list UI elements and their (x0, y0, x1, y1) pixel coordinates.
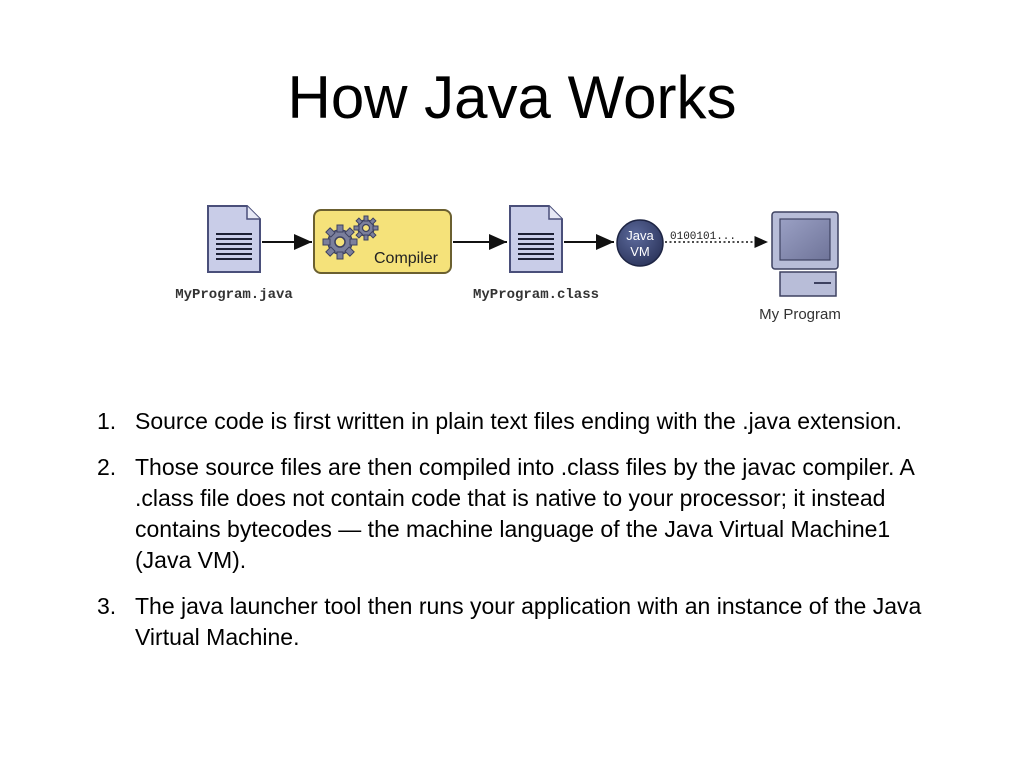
bytecode-label: 0100101... (670, 231, 736, 243)
list-item: 2. Those source files are then compiled … (92, 452, 922, 576)
step-text: The java launcher tool then runs your ap… (135, 593, 922, 650)
list-item: 3. The java launcher tool then runs your… (92, 591, 922, 653)
compiler-label: Compiler (374, 250, 439, 267)
class-document-icon (509, 205, 563, 273)
class-file-label: MyProgram.class (473, 287, 599, 303)
step-number: 3. (97, 593, 117, 619)
source-document-icon (207, 205, 261, 273)
computer-icon (771, 211, 839, 297)
step-number: 1. (97, 408, 117, 434)
gears-icon (322, 215, 379, 260)
java-vm-icon (616, 219, 664, 267)
compiler-box (313, 209, 452, 274)
vm-label-line1: Java (626, 228, 654, 243)
step-number: 2. (97, 454, 117, 480)
source-file-label: MyProgram.java (175, 287, 293, 303)
steps-list: 1. Source code is first written in plain… (92, 406, 922, 668)
step-text: Source code is first written in plain te… (135, 408, 903, 434)
vm-label-line2: VM (630, 244, 650, 259)
step-text: Those source files are then compiled int… (135, 454, 914, 573)
list-item: 1. Source code is first written in plain… (92, 406, 922, 437)
slide-title: How Java Works (287, 64, 737, 131)
program-label: My Program (759, 306, 841, 323)
